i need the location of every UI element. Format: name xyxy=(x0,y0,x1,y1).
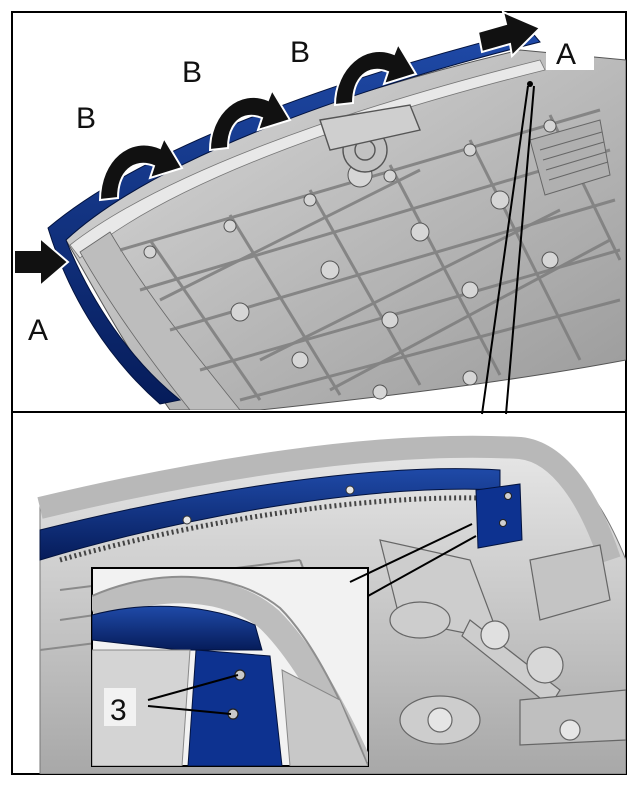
inset-support xyxy=(281,669,368,766)
callout-3-leaders xyxy=(147,674,239,715)
curved-arrow-icon xyxy=(208,87,292,152)
label-a-left: A xyxy=(28,314,48,347)
label-b-3: B xyxy=(290,36,310,69)
panel-grille xyxy=(529,119,611,196)
push-arrow-icon xyxy=(476,10,542,59)
label-a-right-box xyxy=(546,36,594,70)
callout-3-box xyxy=(104,688,136,726)
trim-serration xyxy=(59,495,481,563)
detail-origin-point xyxy=(527,81,533,87)
top-view xyxy=(47,29,626,410)
label-b-2: B xyxy=(182,56,202,89)
trim-bracket xyxy=(475,483,523,549)
push-arrow-icon xyxy=(13,235,70,289)
callout-3-label: 3 xyxy=(110,694,127,727)
detail-leader-lines xyxy=(481,85,535,415)
panel-mechanism xyxy=(319,104,421,173)
inset-leader-lines xyxy=(349,523,477,597)
panel-bosses xyxy=(143,119,590,400)
inset-trim xyxy=(92,605,263,651)
inset-wall xyxy=(92,649,191,766)
label-b-1: B xyxy=(76,102,96,135)
panel-front-piece xyxy=(79,231,241,410)
interior-parts xyxy=(379,539,626,746)
housing-rim xyxy=(37,435,621,564)
curved-arrow-icon xyxy=(98,135,184,202)
inset-bracket xyxy=(187,649,283,766)
panel-lip xyxy=(69,59,546,259)
inset-view xyxy=(92,575,368,766)
trim-fasteners xyxy=(182,485,355,525)
label-a-right: A xyxy=(556,38,576,71)
curved-arrow-icon xyxy=(333,41,418,107)
bracket-screws xyxy=(499,492,512,527)
